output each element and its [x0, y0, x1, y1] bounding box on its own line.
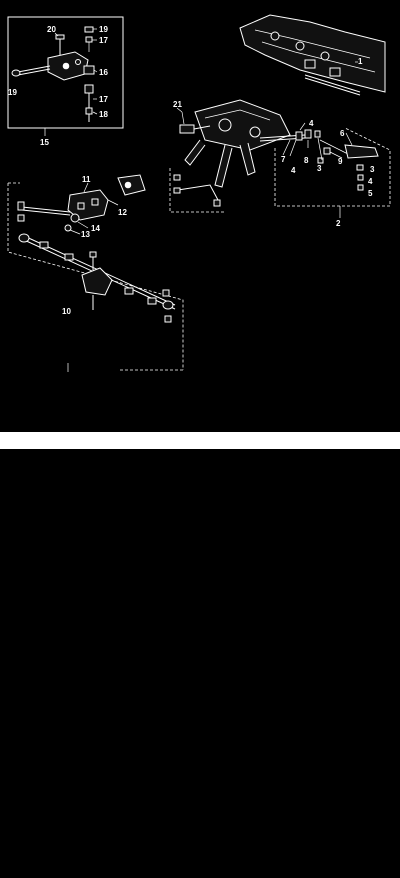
callout-20: 20	[47, 25, 56, 34]
callout-3a: 3	[317, 164, 322, 173]
callout-15: 15	[40, 138, 49, 147]
callout-11: 11	[82, 175, 91, 184]
exploded-view-drawing: 1 2 3 3 4 4 4 5 6 7 8 9 10 11 12 13 14 1…	[7, 14, 391, 372]
callout-19b: 19	[8, 88, 17, 97]
inset-frame	[7, 16, 124, 129]
main-linkage-group	[169, 99, 391, 218]
callout-17a: 17	[99, 36, 108, 45]
callout-7: 7	[281, 155, 286, 164]
callout-2: 2	[336, 219, 341, 228]
callout-6: 6	[340, 129, 345, 138]
bolt-21-icon	[179, 111, 211, 134]
parts-diagram: 1 2 3 3 4 4 4 5 6 7 8 9 10 11 12 13 14 1…	[0, 0, 400, 432]
callout-12: 12	[118, 208, 127, 217]
callout-13: 13	[81, 230, 90, 239]
footer-bar: MercuryPartsOnline v2.5.1 (Image Copyrig…	[0, 432, 400, 878]
callout-14: 14	[91, 224, 100, 233]
lower-linkage-group	[7, 174, 184, 372]
callout-labels: 1 2 3 3 4 4 4 5 6 7 8 9 10 11 12 13 14 1…	[8, 25, 375, 316]
callout-10: 10	[62, 307, 71, 316]
callout-9: 9	[338, 157, 343, 166]
lever-plate-icon	[47, 51, 89, 81]
bushing-16-icon	[83, 65, 95, 75]
bracket-11-icon	[67, 182, 109, 221]
washer-13-icon	[64, 224, 72, 232]
washer-stack-icon	[84, 26, 94, 52]
bracket-12-icon	[107, 174, 146, 206]
callout-16: 16	[99, 68, 108, 77]
callout-19a: 19	[99, 25, 108, 34]
callout-4b: 4	[291, 166, 296, 175]
callout-4c: 4	[368, 177, 373, 186]
inset-detail-group	[7, 16, 124, 136]
link-rod-10-icon	[18, 233, 176, 323]
washer-14-icon	[70, 213, 80, 223]
callout-3b: 3	[370, 165, 375, 174]
callout-5: 5	[368, 189, 373, 198]
pivot-pin-icon	[84, 84, 94, 122]
callout-21: 21	[173, 100, 182, 109]
callout-8: 8	[304, 156, 309, 165]
engine-casting-group	[239, 14, 386, 96]
link-rod-icon	[11, 65, 51, 77]
callout-1: 1	[358, 57, 363, 66]
callout-4a: 4	[309, 119, 314, 128]
copyright-caption: MercuryPartsOnline v2.5.1 (Image Copyrig…	[2, 866, 293, 878]
callout-18: 18	[99, 110, 108, 119]
callout-17b: 17	[99, 95, 108, 104]
